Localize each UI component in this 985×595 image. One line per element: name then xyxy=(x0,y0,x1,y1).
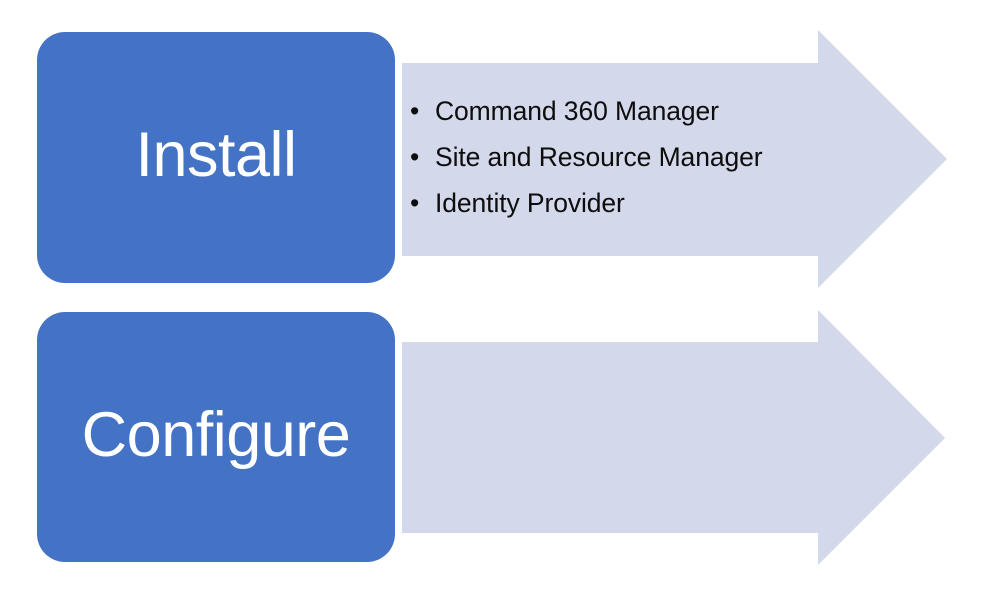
stage-row-install: • Command 360 Manager • Site and Resourc… xyxy=(37,0,955,300)
list-item: • Command 360 Manager xyxy=(408,88,762,134)
arrow-right-icon xyxy=(402,30,947,288)
bullet-icon: • xyxy=(410,188,420,218)
install-bullet-list: • Command 360 Manager • Site and Resourc… xyxy=(408,88,763,226)
bullet-icon: • xyxy=(410,96,420,126)
stage-box-install: Install xyxy=(37,32,395,283)
stage-label-install: Install xyxy=(135,120,297,190)
list-item-label: Command 360 Manager xyxy=(435,96,719,126)
list-item: • Site and Resource Manager xyxy=(408,134,763,180)
stage-box-configure: Configure xyxy=(37,312,395,562)
list-item-label: Site and Resource Manager xyxy=(435,142,763,172)
configure-arrow-shape xyxy=(330,280,955,580)
list-item-label: Identity Provider xyxy=(435,188,625,218)
list-item: • Identity Provider xyxy=(408,180,762,226)
bullet-icon: • xyxy=(410,142,420,172)
stage-row-configure: • Machines • Resource Appliances Configu… xyxy=(0,280,985,580)
install-arrow-shape xyxy=(330,0,955,300)
stage-label-configure: Configure xyxy=(81,399,351,470)
arrow-right-icon xyxy=(402,310,945,565)
